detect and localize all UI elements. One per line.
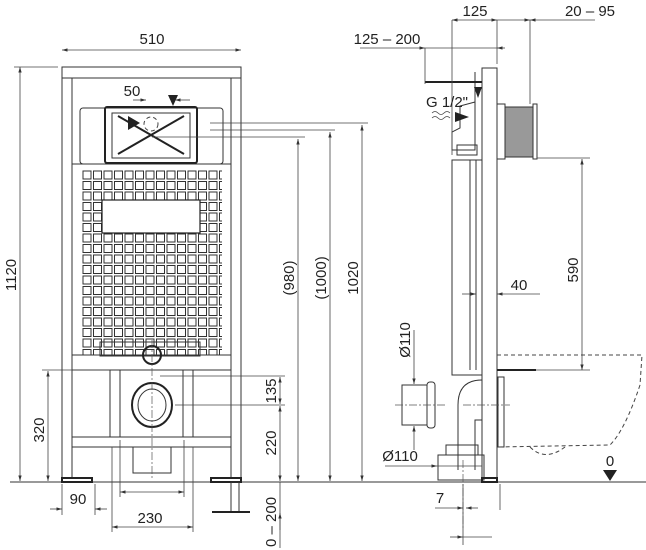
side-view-frame (395, 67, 643, 530)
width-230-label: 230 (137, 510, 162, 527)
width-90-label: 90 (70, 491, 87, 508)
height-135-label: 135 (263, 378, 280, 403)
water-flow-icon (431, 111, 451, 120)
floor-level-marker-icon (603, 470, 617, 481)
depth-20-95-label: 20 – 95 (565, 3, 615, 20)
height-590-label: 590 (565, 257, 582, 282)
depth-125-label: 125 (462, 3, 487, 20)
height-320-label: 320 (31, 417, 48, 442)
depth-125-200-label: 125 – 200 (354, 31, 421, 48)
front-view-frame (61, 66, 250, 513)
height-1020-label: 1020 (345, 261, 362, 294)
total-height-label: 1120 (3, 259, 20, 291)
width-label: 510 (139, 31, 164, 48)
flush-offset-label: 50 (124, 83, 141, 100)
water-inlet-label: G 1/2" (426, 94, 468, 111)
foot-range-label: 0 – 200 (263, 497, 280, 547)
offset-7-label: 7 (436, 490, 444, 507)
height-220-label: 220 (263, 430, 280, 455)
pipe-diameter-label-2: Ø110 (382, 448, 418, 465)
height-1000-label: (1000) (313, 256, 330, 299)
floor-level-label: 0 (606, 453, 614, 470)
depth-40-label: 40 (511, 277, 528, 294)
height-980-label: (980) (281, 260, 298, 295)
pipe-diameter-label-1: Ø110 (397, 322, 414, 358)
